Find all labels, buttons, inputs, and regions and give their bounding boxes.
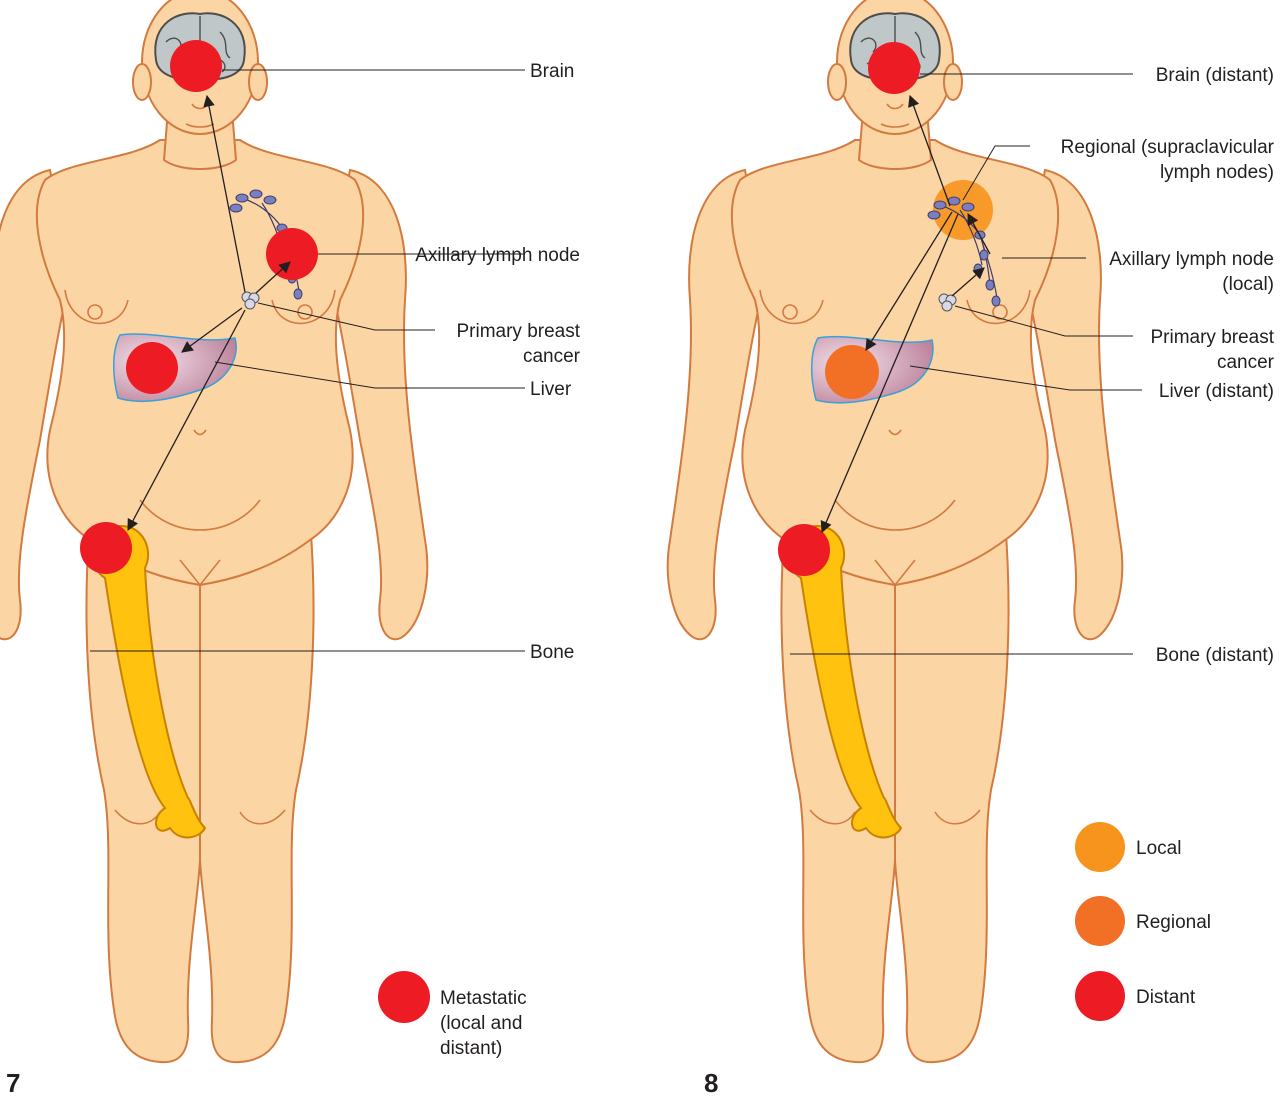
label-brain: Brain [530, 61, 574, 82]
label-axillary-line2: (local) [1222, 274, 1274, 295]
label-liver: Liver (distant) [1159, 381, 1274, 402]
legend-metastatic-line3: distant) [440, 1038, 502, 1059]
legend-metastatic-line2: (local and [440, 1013, 522, 1034]
legend-metastatic-line1: Metastatic [440, 988, 527, 1009]
figure-number-8: 8 [704, 1068, 718, 1098]
liver-distant-marker [825, 345, 879, 399]
label-axillary-line1: Axillary lymph node [1109, 249, 1274, 270]
brain-metastasis-marker [170, 40, 222, 92]
body-figure-8 [668, 0, 1123, 1062]
bone-metastasis-marker [80, 522, 132, 574]
legend-metastatic-swatch [378, 971, 430, 1023]
axillary-metastasis-marker [266, 228, 318, 280]
legend-distant-swatch [1075, 971, 1125, 1021]
liver-metastasis-marker [126, 342, 178, 394]
figure-8: Brain (distant) Regional (supraclavicula… [668, 0, 1275, 1098]
legend-local-label: Local [1136, 838, 1181, 859]
label-primary-line2: cancer [1217, 352, 1275, 373]
brain-distant-marker [868, 42, 920, 94]
label-bone: Bone (distant) [1156, 645, 1274, 666]
figure-number-7: 7 [6, 1068, 20, 1098]
legend-distant-label: Distant [1136, 987, 1196, 1008]
figure-7: Brain Axillary lymph node Primary breast… [0, 0, 581, 1098]
label-primary-line2: cancer [523, 346, 581, 367]
label-primary-line1: Primary breast [1150, 327, 1274, 348]
supraclavicular-regional-marker [933, 180, 993, 240]
legend-regional-swatch [1075, 896, 1125, 946]
body-figure-7 [0, 0, 427, 1062]
legend-regional-label: Regional [1136, 912, 1211, 933]
label-primary-line1: Primary breast [456, 321, 580, 342]
label-axillary: Axillary lymph node [415, 245, 580, 266]
label-brain: Brain (distant) [1156, 65, 1274, 86]
label-regional-line1: Regional (supraclavicular [1061, 137, 1275, 158]
label-bone: Bone [530, 642, 574, 663]
legend-local-swatch [1075, 822, 1125, 872]
label-liver: Liver [530, 379, 572, 400]
label-regional-line2: lymph nodes) [1160, 162, 1274, 183]
